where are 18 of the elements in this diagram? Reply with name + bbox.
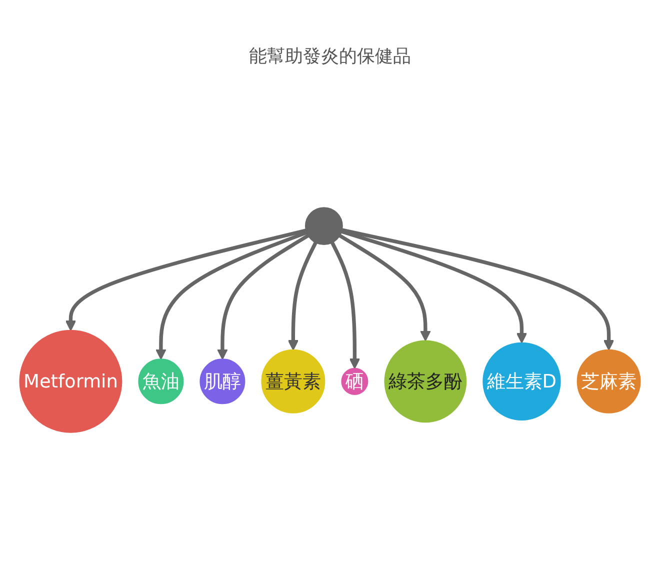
node-circle: 魚油 <box>138 358 184 404</box>
node-circle <box>304 207 343 246</box>
node-circle: 肌醇 <box>200 358 246 404</box>
arrow <box>342 228 614 351</box>
node-circle: 綠茶多酚 <box>384 340 467 423</box>
node-circle: 芝麻素 <box>576 349 641 414</box>
arrow <box>156 230 308 360</box>
node-circle: 薑黃素 <box>261 349 326 414</box>
node-circle: Metformin <box>19 330 122 433</box>
arrow <box>330 242 360 369</box>
arrow <box>288 242 318 351</box>
node-circle: 硒 <box>341 368 368 395</box>
arrow <box>338 234 431 342</box>
diagram-title: 能幫助發炎的保健品 <box>249 45 411 68</box>
arrow <box>65 228 307 332</box>
arrow <box>340 230 528 344</box>
node-circle: 維生素D <box>482 342 561 420</box>
arrow <box>217 234 310 360</box>
